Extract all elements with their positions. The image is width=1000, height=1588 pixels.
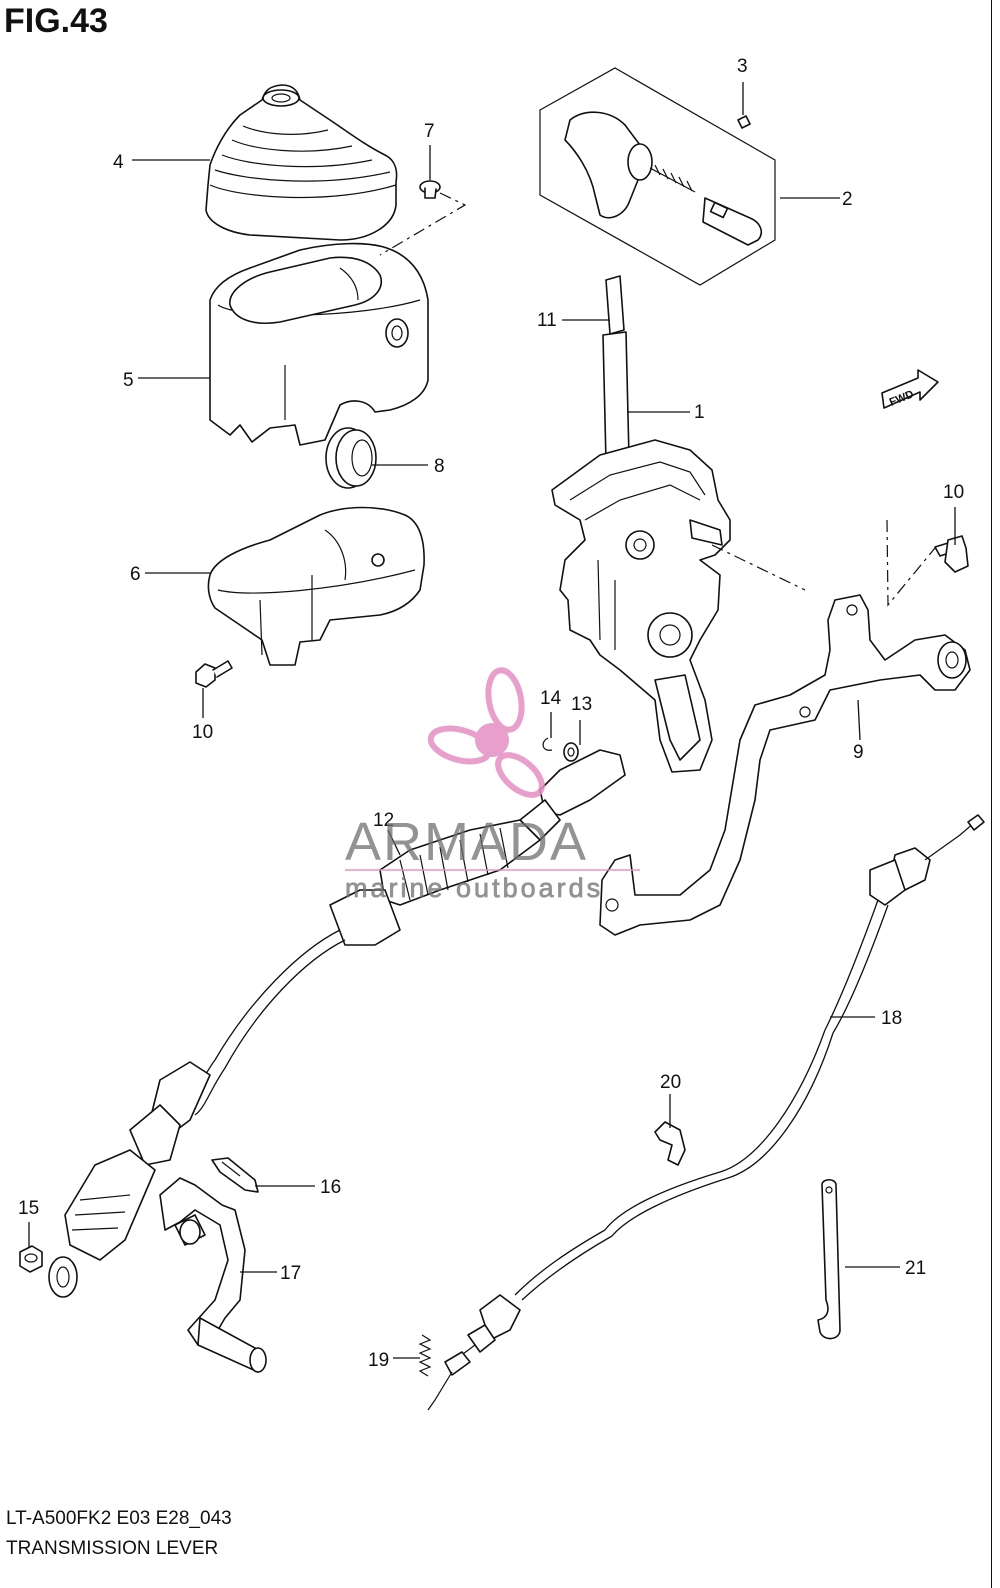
part-13-washer (563, 742, 579, 762)
part-14-clip (542, 737, 553, 751)
part-12-shift-cable (48, 749, 626, 1298)
part-8-grommet (325, 427, 377, 489)
leader-lines (28, 82, 956, 1359)
watermark-tagline: marine outboards (345, 873, 603, 903)
frame-border (991, 0, 992, 1588)
callout-3: 3 (737, 56, 748, 77)
callout-14: 14 (540, 688, 562, 709)
part-2-knob-assembly (539, 67, 776, 286)
callout-4: 4 (113, 152, 124, 173)
callout-9: 9 (853, 742, 864, 763)
part-20-cable-clip (654, 1121, 686, 1166)
callout-16: 16 (320, 1177, 341, 1198)
part-10-bolt-right (886, 519, 969, 607)
callout-1: 1 (694, 402, 705, 423)
callout-15: 15 (18, 1198, 39, 1219)
callout-10-right: 10 (943, 482, 964, 503)
callout-7: 7 (424, 121, 435, 142)
part-15-nut (19, 1245, 43, 1273)
part-1-shift-bracket (551, 439, 806, 773)
callout-10-left: 10 (192, 722, 213, 743)
callout-19: 19 (368, 1350, 389, 1371)
callout-labels: 1 2 3 4 5 6 7 8 9 10 10 11 12 13 14 15 1… (18, 56, 964, 1371)
part-4-boot (205, 84, 398, 241)
part-6-lower-cover (207, 506, 425, 666)
callout-6: 6 (130, 564, 141, 585)
callout-18: 18 (881, 1008, 902, 1029)
watermark-brand: ARMADA (345, 812, 588, 872)
fwd-arrow-icon: FWD (881, 369, 939, 409)
figure-caption: TRANSMISSION LEVER (6, 1538, 219, 1559)
callout-17: 17 (280, 1263, 301, 1284)
part-7-screw (379, 180, 467, 256)
part-18-cable (427, 814, 985, 1411)
part-19-spring (418, 1334, 432, 1377)
part-17-lever-arm (159, 1177, 267, 1373)
part-10-bolt-left (195, 660, 233, 688)
part-21-strap (817, 1178, 841, 1340)
callout-5: 5 (123, 370, 134, 391)
callout-20: 20 (660, 1072, 681, 1093)
part-16-clip (211, 1157, 259, 1193)
model-code: LT-A500FK2 E03 E28_043 (6, 1508, 232, 1529)
callout-11: 11 (537, 310, 557, 331)
propeller-logo-icon (427, 667, 545, 798)
figure-title: FIG.43 (4, 2, 108, 40)
callout-8: 8 (434, 456, 445, 477)
part-5-cover (209, 242, 429, 446)
callout-12: 12 (373, 810, 394, 831)
part-9-bracket (599, 594, 971, 936)
callout-2: 2 (842, 189, 853, 210)
watermark: ARMADA marine outboards (345, 667, 640, 903)
callout-13: 13 (571, 694, 592, 715)
callout-21: 21 (905, 1258, 926, 1279)
